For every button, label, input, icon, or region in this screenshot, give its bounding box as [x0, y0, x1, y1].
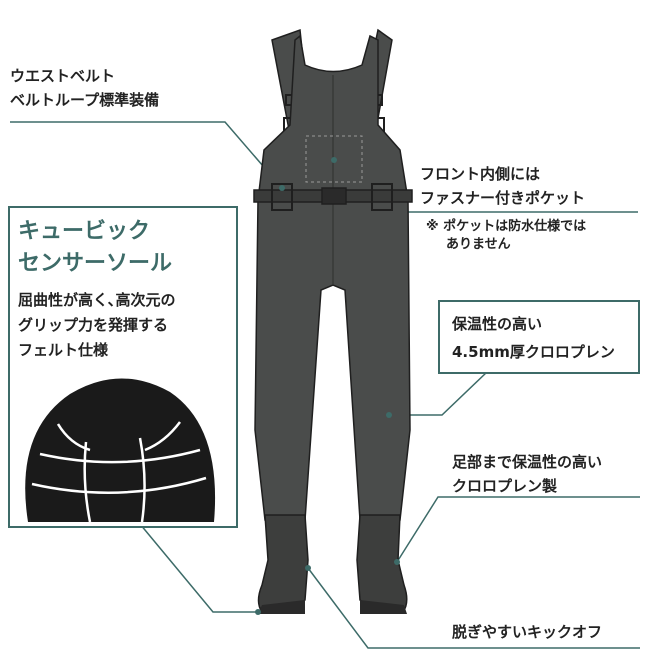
front-pocket-label-1: フロント内側には	[420, 165, 541, 183]
leader-kickoff	[307, 567, 640, 649]
leader-waist-belt	[10, 121, 283, 189]
leader-feet	[396, 496, 640, 563]
waist-belt-label-1: ウエストベルト	[10, 67, 116, 85]
waist-belt	[253, 183, 413, 211]
neoprene-label-2: 4.5mm厚クロロプレン	[452, 343, 615, 361]
pocket-note-1: ※ ポケットは防水仕様では	[426, 219, 587, 234]
felt-sole-image	[25, 378, 216, 522]
sensor-sole-title-1: キュービック	[18, 219, 151, 244]
sensor-sole-title-2: センサーソール	[18, 251, 173, 276]
sensor-sole-desc-2: グリップ力を発揮する	[18, 316, 169, 334]
kickoff-label: 脱ぎやすいキックオフ	[452, 623, 603, 641]
feet-label-2: クロロプレン製	[452, 477, 558, 495]
feet-label-1: 足部まで保温性の高い	[452, 453, 603, 471]
boots	[257, 514, 408, 614]
waist-belt-label-2: ベルトループ標準装備	[10, 91, 160, 109]
neoprene-label-1: 保温性の高い	[452, 315, 543, 333]
inner-pocket	[305, 135, 363, 183]
sensor-sole-desc-1: 屈曲性が高く､高次元の	[18, 291, 176, 309]
sensor-sole-desc-3: フェルト仕様	[18, 341, 109, 359]
front-pocket-label-2: ファスナー付きポケット	[420, 189, 586, 207]
pocket-note-2: ありません	[446, 237, 511, 252]
neoprene-callout-box	[438, 300, 640, 374]
leader-sole	[139, 523, 258, 613]
